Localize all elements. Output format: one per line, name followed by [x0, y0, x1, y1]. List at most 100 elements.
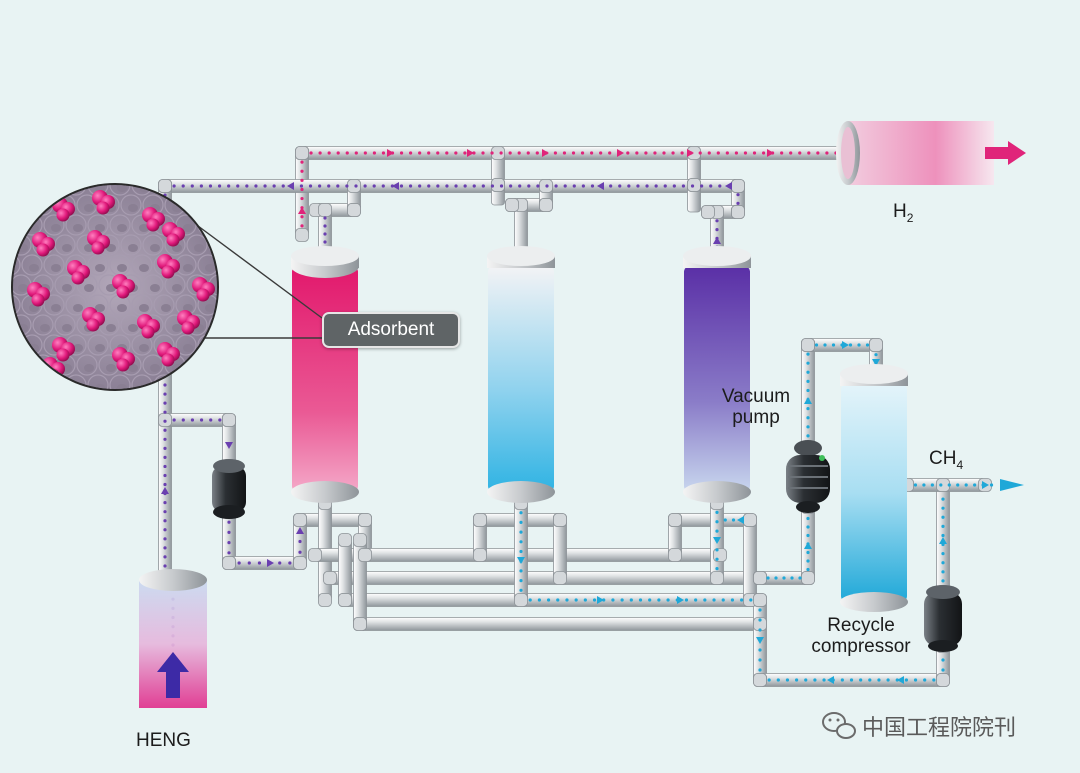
flow-dot	[545, 184, 548, 187]
flow-dot	[409, 184, 412, 187]
pore-shadow	[84, 204, 94, 212]
molecule	[117, 359, 130, 372]
flow-dot	[163, 501, 166, 504]
pipe-segment	[339, 540, 352, 600]
pore-shadow	[172, 324, 182, 332]
flow-dot	[608, 151, 611, 154]
flow-dot	[782, 576, 785, 579]
pipe-joint	[506, 199, 519, 212]
flow-dot	[536, 184, 539, 187]
adsorption-column-2	[487, 246, 555, 503]
pipe-segment	[330, 572, 760, 585]
flow-dot	[627, 184, 630, 187]
flow-dot	[806, 407, 809, 410]
flow-dot	[948, 483, 951, 486]
flow-dot	[611, 598, 614, 601]
flow-dot	[500, 151, 503, 154]
flow-dot	[163, 510, 166, 513]
flow-dot	[806, 568, 809, 571]
pore	[220, 295, 240, 315]
flow-dot	[744, 151, 747, 154]
pipe-joint	[359, 549, 372, 562]
pore-shadow	[172, 284, 182, 292]
pipe-joint	[339, 594, 352, 607]
flow-dot	[273, 184, 276, 187]
pore	[220, 255, 240, 275]
flow-dot	[973, 483, 976, 486]
flow-dot	[163, 411, 166, 414]
flow-dot	[527, 151, 530, 154]
flow-dot	[609, 184, 612, 187]
flow-dot	[427, 184, 430, 187]
flow-dot	[481, 151, 484, 154]
flow-dot	[309, 151, 312, 154]
pore-shadow	[29, 264, 39, 272]
pore-shadow	[161, 304, 171, 312]
flow-dot	[482, 184, 485, 187]
pore	[231, 275, 251, 295]
pore-shadow	[62, 284, 72, 292]
flow-dot	[806, 551, 809, 554]
flow-dot	[758, 668, 761, 671]
flow-dot	[163, 519, 166, 522]
flow-dot	[709, 184, 712, 187]
pore-shadow	[205, 304, 215, 312]
pipe-segment	[300, 514, 365, 527]
flow-dot	[519, 589, 522, 592]
flow-dot	[806, 352, 809, 355]
pore-shadow	[238, 244, 248, 252]
pore	[11, 355, 31, 375]
flow-dot	[639, 598, 642, 601]
flow-dot	[227, 541, 230, 544]
pipe-segment	[554, 520, 567, 578]
flow-dot	[726, 151, 729, 154]
flow-dot	[163, 537, 166, 540]
pore	[0, 215, 20, 235]
flow-dot	[735, 151, 738, 154]
flow-dot	[806, 517, 809, 520]
pipe-joint	[711, 572, 724, 585]
pipe-joint	[802, 572, 815, 585]
molecule	[97, 202, 110, 215]
pipe-joint	[702, 206, 715, 219]
pore-shadow	[73, 224, 83, 232]
flow-dot	[868, 678, 871, 681]
flow-dot	[500, 184, 503, 187]
flow-dot	[941, 658, 944, 661]
flow-dot	[300, 188, 303, 191]
pipe-joint	[294, 514, 307, 527]
pore-shadow	[205, 384, 215, 392]
flow-dot	[715, 530, 718, 533]
flow-dot	[454, 184, 457, 187]
flow-dot	[300, 184, 303, 187]
flow-dot	[519, 569, 522, 572]
flow-dot	[300, 224, 303, 227]
flow-dot	[163, 392, 166, 395]
pipe-joint	[294, 557, 307, 570]
pore-shadow	[150, 364, 160, 372]
pore-shadow	[73, 304, 83, 312]
recycle-compressor-icon	[924, 585, 962, 652]
flow-dot	[941, 525, 944, 528]
flow-dot	[941, 516, 944, 519]
flow-dot	[300, 161, 303, 164]
pipe-joint	[754, 572, 767, 585]
flow-dot	[337, 151, 340, 154]
flow-dot	[626, 151, 629, 154]
pipe-joint	[359, 514, 372, 527]
pore-shadow	[216, 324, 226, 332]
flow-dot	[254, 184, 257, 187]
recycle-compressor-label: Recycle compressor	[806, 615, 916, 658]
pore-shadow	[150, 244, 160, 252]
flow-dot	[463, 151, 466, 154]
flow-dot	[717, 151, 720, 154]
molecule	[117, 286, 130, 299]
vacuum-pump-label: Vacuum pump	[712, 386, 800, 429]
pipe-joint	[732, 180, 745, 193]
flow-dot	[418, 184, 421, 187]
pore-shadow	[51, 384, 61, 392]
flow-dot	[518, 151, 521, 154]
flow-dot	[572, 151, 575, 154]
flow-dot	[762, 151, 765, 154]
pore	[187, 195, 207, 215]
